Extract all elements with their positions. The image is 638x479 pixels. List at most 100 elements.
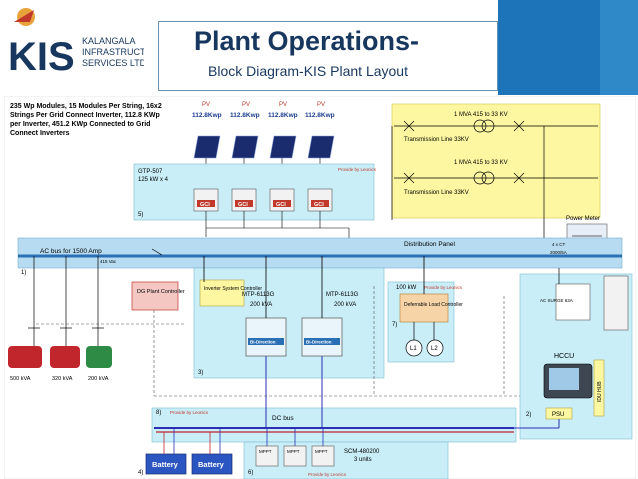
transformer-2: 1 MVA 415 to 33 KV Transmission Line 33K… [394,160,598,196]
ct-rating: 2000/5A [550,250,567,255]
bidirection-inverters: Bi-Direction Bi-Direction [245,317,343,357]
cabinet-box [603,275,629,331]
generator-3 [86,346,112,368]
scm-label: SCM-480200 [344,449,380,455]
pv-array: PV PV PV PV 112.8Kwp 112.8Kwp 112.8Kwp 1… [192,102,335,188]
bidirection-label-2: Bi-Direction [306,340,332,345]
mppt-label-2: MPPT [287,449,300,454]
inverter-controller-box [199,279,245,307]
page-title: Plant Operations- [194,26,420,56]
hccu-label: HCCU [554,353,574,360]
section-6-label: 6) [248,470,253,476]
svg-text:1 MVA 415 to 33 KV: 1 MVA 415 to 33 KV [454,160,508,166]
svg-text:Transmission Line 33KV: Transmission Line 33KV [404,137,469,143]
pv-power-1: 112.8Kwp [192,112,222,119]
pv-panel-1 [193,135,221,159]
pv-power-4: 112.8Kwp [305,112,335,119]
battery-label-2: Battery [198,460,225,469]
section-2-label: 2) [526,412,531,418]
svg-text:1 MVA 415 to 33 KV: 1 MVA 415 to 33 KV [454,112,508,118]
pv-panel-2 [231,135,259,159]
dg-controller-box [131,281,179,311]
dg-controller-label: DG Plant Controller [137,289,185,295]
generator-2 [50,346,80,368]
svg-text:Connect Inverters: Connect Inverters [10,130,70,137]
distribution-panel-label: Distribution Panel [404,241,455,248]
pv-power-2: 112.8Kwp [230,112,260,119]
load-l2-label: L2 [431,346,438,352]
section-1-label: 1) [21,270,26,276]
header-blue-band-right [600,0,638,95]
ac-voltage-label: 415 Vac [100,259,117,264]
load-provide-by: Provide by Leonics [424,285,463,290]
ac-surge-label: AC SURGE 63A [540,298,573,303]
header: KIS KALANGALA INFRASTRUCTURE SERVICES LT… [0,0,638,95]
idu-hub-label: IDU HUB [597,381,603,402]
svg-text:235 Wp Modules, 15 Modules Per: 235 Wp Modules, 15 Modules Per String, 1… [10,103,162,110]
diesel-generators: 500 kVA 320 kVA 200 kVA [8,256,112,382]
battery-label-1: Battery [152,460,179,469]
idu-hub-box [593,359,605,417]
power-meter-label: Power Meter [566,216,600,222]
deferrable-load-label: Deferrable Load Controller [404,302,463,308]
ac-surge-box [555,283,591,321]
pv-power-3: 112.8Kwp [268,112,298,119]
power-meter-box [566,223,608,241]
block-diagram: 235 Wp Modules, 15 Modules Per String, 1… [4,96,636,479]
logo-line1: KALANGALA [82,36,136,46]
mtp-label-1: MTP-6113G [242,292,275,298]
ac-bus-label: AC bus for 1500 Amp [40,248,102,255]
pv-panel-3 [269,135,297,159]
logo-line3: SERVICES LTD. [82,58,144,68]
pv-label-1: PV [202,102,210,108]
mppt-label-1: MPPT [259,449,272,454]
mtp-rating-2: 200 kVA [334,302,356,308]
section-8-label: 8) [156,410,161,416]
module-note: 235 Wp Modules, 15 Modules Per String, 1… [10,103,162,137]
mppt-label-3: MPPT [315,449,328,454]
gtp-title: GTP-507 [138,169,163,175]
gtp-rating: 125 kW x 4 [138,177,169,183]
gci-label-3: GCI [276,202,286,208]
pv-label-2: PV [242,102,250,108]
dc-bus-section [151,407,517,443]
gen-rating-2: 320 kVA [52,376,73,382]
dc-provide-by: Provide by Leonics [170,410,209,415]
logo-line2: INFRASTRUCTURE [82,47,144,57]
pv-label-4: PV [317,102,325,108]
scm-units: 3 units [354,457,372,463]
scm-provide-by: Provide by Leonics [308,472,347,477]
mtp-label-2: MTP-6113G [326,292,359,298]
svg-text:Transmission Line 33KV: Transmission Line 33KV [404,190,469,196]
mppt-units: MPPT MPPT MPPT [255,428,335,467]
ct-label: 4 x CT [552,242,566,247]
hccu-screen [549,368,579,390]
bidirection-label-1: Bi-Direction [250,340,276,345]
logo-letters: KIS [8,35,75,79]
dc-bus-label: DC bus [272,415,294,422]
gci-label-2: GCI [238,202,248,208]
gci-label-4: GCI [314,202,324,208]
load-l2 [426,339,444,357]
gtp-provide-by: Provide by Leonics [338,167,377,172]
load-rating: 100 kW [396,285,417,291]
section-7-label: 7) [392,322,397,328]
deferrable-load-box [399,293,449,323]
psu-label: PSU [552,412,564,418]
generator-1 [8,346,42,368]
mtp-rating-1: 200 kVA [250,302,272,308]
load-l1 [405,339,423,357]
section-4-label: 4) [138,470,143,476]
page-subtitle: Block Diagram-KIS Plant Layout [208,63,408,79]
gci-label-1: GCI [200,202,210,208]
svg-text:Strings Per Grid Connect Inver: Strings Per Grid Connect Inverter, 112.8… [10,112,160,119]
svg-text:per Inverter, 451.2 KWp Connec: per Inverter, 451.2 KWp Connected to Gri… [10,121,150,128]
section-5-label: 5) [138,212,143,218]
gen-rating-1: 500 kVA [10,376,31,382]
load-l1-label: L1 [410,346,417,352]
title-box [158,21,498,91]
transformer-box [391,103,601,219]
inverter-controller-label: Inverter System Controller [204,286,262,292]
transformer-1: 1 MVA 415 to 33 KV Transmission Line 33K… [394,112,598,143]
gen-rating-3: 200 kVA [88,376,109,382]
